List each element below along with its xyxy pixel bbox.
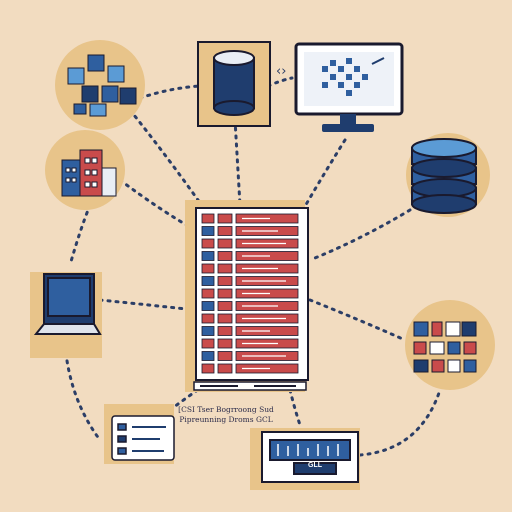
icon-grid-icon (413, 321, 477, 373)
node-laptop (30, 272, 102, 358)
chevron-icon: ‹› (276, 64, 287, 79)
connector-cubes-server (128, 108, 207, 212)
connector-laptop-docs (63, 343, 102, 442)
monitor-map-icon (294, 42, 404, 132)
node-disk-stack (406, 133, 490, 217)
rack-row (201, 213, 299, 224)
rack-row (201, 313, 299, 324)
rack-row (201, 326, 299, 336)
caption-line-2: Pipreunning Droms GCL (179, 415, 273, 424)
node-database (197, 41, 271, 127)
connector-monitor-server (298, 138, 347, 217)
connector-laptop-server (98, 298, 197, 312)
rack-row (201, 276, 299, 286)
building-icon (61, 149, 117, 197)
connector-server-icongrid (308, 298, 407, 342)
rack-row (201, 301, 299, 311)
node-building (45, 130, 125, 210)
database-cylinder-icon (213, 50, 255, 116)
rack-row (201, 338, 299, 349)
connector-server-panel (288, 388, 302, 427)
document-list-icon (111, 415, 175, 461)
node-monitor (294, 42, 404, 132)
panel-tag: GLL (308, 462, 322, 469)
cubes-cluster-icon (67, 54, 137, 117)
server-rack-icon (193, 207, 309, 391)
node-control-panel (250, 428, 360, 490)
connector-panel-icongrid (358, 388, 442, 457)
node-icon-grid (405, 300, 495, 390)
connector-diskstack-server (308, 208, 412, 262)
connector-cubes-database (138, 84, 202, 100)
connector-building-server (118, 178, 197, 232)
diagram-caption: [CSI Tser Bogrroong Sud Pipreunning Drom… (176, 405, 276, 425)
laptop-icon (33, 273, 102, 335)
control-panel-icon (261, 431, 359, 483)
connector-database-monitor (266, 76, 294, 88)
rack-row (201, 251, 299, 261)
rack-row (201, 363, 299, 374)
rack-row (201, 288, 299, 299)
node-cubes (55, 40, 145, 130)
rack-row (201, 263, 299, 274)
database-stack-icon (411, 138, 477, 214)
connector-building-laptop (68, 203, 92, 267)
connector-database-server (233, 118, 242, 207)
rack-row (201, 226, 299, 236)
rack-row (201, 238, 299, 249)
node-document-list (104, 404, 175, 464)
rack-row (201, 351, 299, 361)
node-server-rack (185, 200, 309, 392)
caption-line-1: [CSI Tser Bogrroong Sud (178, 405, 274, 414)
